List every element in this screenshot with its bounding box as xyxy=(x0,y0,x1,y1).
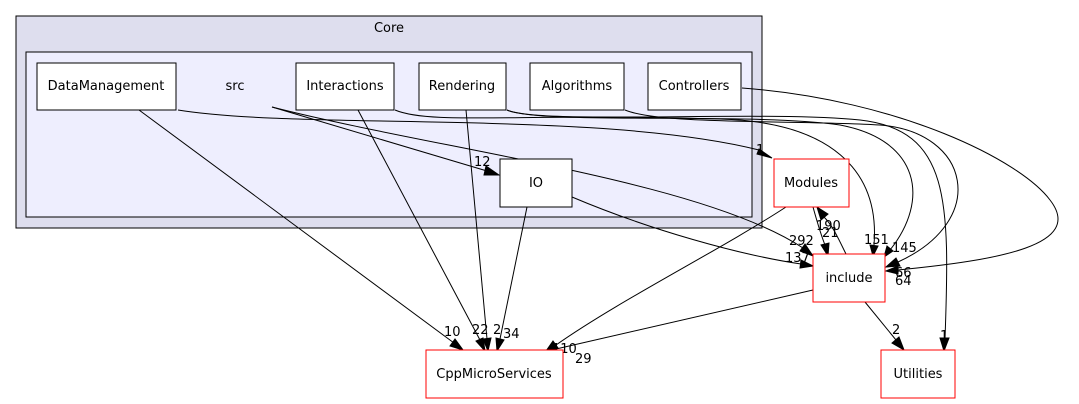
edge-io-include xyxy=(571,196,802,265)
node-interactions[interactable]: Interactions xyxy=(295,62,395,111)
label-include-from-controllers: 64 xyxy=(895,274,912,289)
node-modules-label: Modules xyxy=(784,176,838,191)
label-include-from-algorithms: 66 xyxy=(895,266,912,281)
arrowhead-io-include xyxy=(799,259,815,269)
arrowhead-include-modules xyxy=(816,205,829,221)
arrowhead-include-utilities xyxy=(891,336,905,352)
node-io[interactable]: IO xyxy=(499,158,573,208)
node-datamanagement-label: DataManagement xyxy=(48,79,165,94)
edge-rendering-cms xyxy=(465,109,488,340)
arrowhead-rendering-include xyxy=(883,245,894,259)
label-include-from-src: 292 xyxy=(789,234,814,249)
node-rendering-label: Rendering xyxy=(429,79,495,94)
node-include-label: include xyxy=(825,271,872,286)
label-utilities-from-rendering: 1 xyxy=(940,329,948,344)
node-interactions-box[interactable] xyxy=(295,62,395,111)
node-controllers-label: Controllers xyxy=(659,79,730,94)
edge-rendering-utilities xyxy=(506,109,948,340)
node-datamanagement[interactable]: DataManagement xyxy=(36,62,177,111)
node-rendering[interactable]: Rendering xyxy=(418,62,507,111)
node-controllers[interactable]: Controllers xyxy=(647,62,742,111)
arrowhead-algorithms-include xyxy=(884,257,901,268)
node-interactions-label: Interactions xyxy=(306,79,384,94)
arrowhead-src-modules xyxy=(756,148,773,159)
node-include-box[interactable] xyxy=(812,253,886,303)
edge-interactions-cms xyxy=(357,109,481,341)
node-algorithms-label: Algorithms xyxy=(542,79,613,94)
node-datamanagement-box[interactable] xyxy=(36,62,177,111)
arrowhead-datamanagement-cms xyxy=(449,338,465,351)
label-modules-to-include: 21 xyxy=(822,226,839,241)
arrowhead-controllers-include xyxy=(884,265,899,275)
arrowhead-rendering-utilities xyxy=(939,337,950,353)
node-cppmicroservices-box[interactable] xyxy=(425,349,564,399)
cluster-src-title[interactable]: src xyxy=(226,79,245,94)
label-include-from-io: 137 xyxy=(785,251,810,266)
label-cms-from-datamanagement: 10 xyxy=(444,325,461,340)
arrowhead-rendering-cms xyxy=(482,337,492,353)
label-io-from-src: 12 xyxy=(474,155,491,170)
arrowhead-interactions-cms xyxy=(475,337,486,353)
edge-include-utilities xyxy=(864,301,897,341)
node-include[interactable]: include xyxy=(812,253,886,303)
node-modules-box[interactable] xyxy=(773,158,850,208)
edge-io-cms xyxy=(499,206,528,340)
label-cms-from-rendering: 2 xyxy=(493,323,501,338)
node-cppmicroservices[interactable]: CppMicroServices xyxy=(425,349,564,399)
label-cms-from-io: 34 xyxy=(503,327,520,342)
label-utilities-from-include: 2 xyxy=(892,323,900,338)
label-cms-from-interactions: 22 xyxy=(472,323,489,338)
arrowhead-io-cms xyxy=(495,337,505,353)
node-rendering-box[interactable] xyxy=(418,62,507,111)
edge-algorithms-include xyxy=(624,109,959,263)
edge-modules-cms xyxy=(555,206,787,346)
node-io-box[interactable] xyxy=(499,158,573,208)
node-controllers-box[interactable] xyxy=(647,62,742,111)
edge-controllers-include xyxy=(741,87,1059,271)
label-include-from-rendering: 145 xyxy=(892,241,917,256)
arrowhead-src-include xyxy=(799,243,815,258)
label-modules-from-src: 1 xyxy=(756,143,764,158)
label-include-from-interactions: 151 xyxy=(864,233,889,248)
edge-include-cms xyxy=(555,289,814,350)
label-cms-from-include: 29 xyxy=(575,352,592,367)
node-modules[interactable]: Modules xyxy=(773,158,850,208)
edge-modules-include xyxy=(812,206,826,246)
node-cppmicroservices-label: CppMicroServices xyxy=(436,367,552,382)
edges xyxy=(138,87,1059,354)
label-include-to-modules: 190 xyxy=(816,219,841,234)
edge-src-modules xyxy=(177,109,760,151)
arrowhead-src-io xyxy=(483,165,501,176)
edge-datamanagement-cms xyxy=(138,109,455,344)
arrowhead-modules-include xyxy=(820,242,830,258)
node-algorithms-box[interactable] xyxy=(529,62,625,111)
edge-labels: 1 12 292 137 21 190 151 145 66 64 10 22 … xyxy=(444,143,948,367)
cluster-core-title: Core xyxy=(374,21,404,36)
node-utilities-box[interactable] xyxy=(880,349,956,399)
arrowhead-interactions-include xyxy=(869,244,879,258)
node-io-label: IO xyxy=(529,176,543,191)
node-utilities-label: Utilities xyxy=(894,367,943,382)
node-utilities[interactable]: Utilities xyxy=(880,349,956,399)
edge-include-modules xyxy=(823,216,847,255)
node-algorithms[interactable]: Algorithms xyxy=(529,62,625,111)
edge-src-io xyxy=(271,106,488,172)
